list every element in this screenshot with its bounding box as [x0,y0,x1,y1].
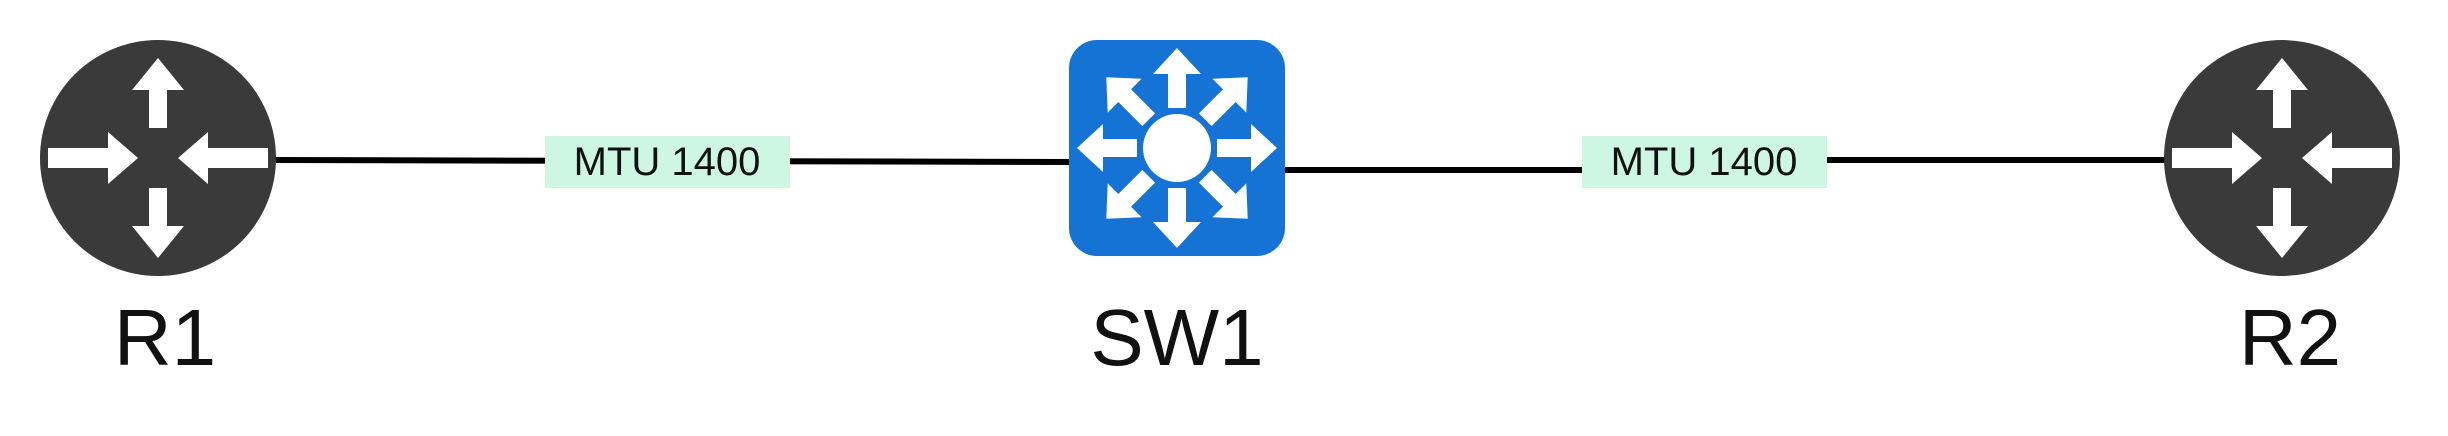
node-label: R2 [2239,293,2341,382]
link-label-text: MTU 1400 [574,140,761,184]
router-icon [2164,40,2400,276]
switch-sw1[interactable]: SW1 [1069,40,1285,382]
router-icon [40,40,276,276]
link-label-sw1-r2: MTU 1400 [1582,136,1827,188]
link-label-background [545,136,790,188]
router-r1[interactable]: R1 [40,40,276,382]
node-label: SW1 [1090,293,1263,382]
router-r2[interactable]: R2 [2164,40,2400,382]
switch-icon [1069,40,1285,256]
link-label-text: MTU 1400 [1611,140,1798,184]
node-label: R1 [114,293,216,382]
link-label-background [1582,136,1827,188]
link-label-r1-sw1: MTU 1400 [545,136,790,188]
